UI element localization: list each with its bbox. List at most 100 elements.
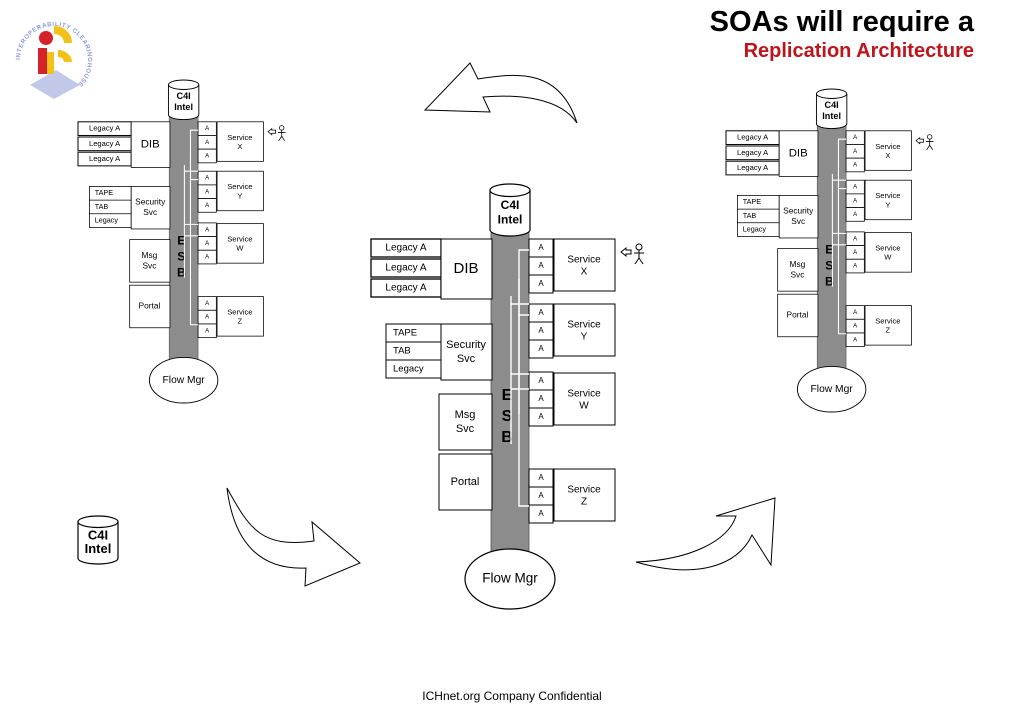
storage-item-label: Legacy bbox=[95, 216, 119, 225]
portal-box bbox=[777, 293, 819, 338]
msg-svc-label: Msg bbox=[142, 250, 158, 260]
adapter-label: A bbox=[205, 125, 210, 132]
adapter-label: A bbox=[853, 249, 858, 256]
portal-label: Portal bbox=[787, 310, 809, 320]
service-label-line2: Z bbox=[581, 497, 587, 508]
db-label-line1: C4I bbox=[88, 528, 108, 543]
adapter-label: A bbox=[853, 211, 858, 218]
arrow-top-curved bbox=[423, 62, 578, 124]
service-w-box bbox=[864, 232, 912, 273]
storage-item-label: TAPE bbox=[95, 188, 114, 197]
service-label-line1: Service bbox=[227, 182, 252, 191]
adapter-label: A bbox=[205, 188, 210, 195]
service-y-box bbox=[216, 170, 264, 212]
service-label-line2: W bbox=[579, 401, 589, 412]
service-label-line2: Z bbox=[886, 326, 891, 335]
storage-stack bbox=[89, 186, 132, 228]
esb-letter: E bbox=[825, 242, 833, 256]
service-label-line1: Service bbox=[875, 142, 900, 151]
adapter-label: A bbox=[853, 134, 858, 141]
db-label-line2: Intel bbox=[174, 102, 193, 112]
adapter-label: A bbox=[205, 240, 210, 247]
logo-yellow-arc bbox=[54, 26, 72, 43]
person-head-icon bbox=[279, 125, 285, 131]
adapter-label: A bbox=[205, 202, 210, 209]
service-label-line1: Service bbox=[227, 308, 252, 317]
adapter-label: A bbox=[538, 491, 544, 500]
db-top bbox=[77, 515, 119, 529]
esb-route-line bbox=[510, 279, 520, 484]
footer-text: ICHnet.org Company Confidential bbox=[422, 689, 602, 703]
esb-route-line bbox=[184, 170, 199, 326]
flow-mgr-ellipse bbox=[796, 365, 867, 413]
db-body bbox=[167, 84, 200, 120]
security-svc-label: Svc bbox=[457, 353, 476, 365]
adapter-label: A bbox=[205, 254, 210, 261]
service-x-box bbox=[553, 238, 616, 292]
adapter-label: A bbox=[538, 412, 544, 421]
esb-letter: B bbox=[501, 429, 513, 446]
db-label-line2: Intel bbox=[498, 213, 523, 227]
esb-route-line bbox=[832, 179, 847, 335]
service-w-box bbox=[553, 372, 616, 426]
security-svc-label: Security bbox=[783, 206, 814, 216]
person-body-icon bbox=[277, 130, 286, 142]
service-label-line1: Service bbox=[227, 235, 252, 244]
service-label-line1: Service bbox=[567, 485, 601, 496]
adapter-box bbox=[197, 249, 217, 265]
dib-label: DIB bbox=[453, 260, 478, 277]
adapter-label: A bbox=[853, 263, 858, 270]
storage-item-label: TAB bbox=[95, 202, 109, 211]
service-label-line1: Service bbox=[567, 255, 601, 266]
adapter-label: A bbox=[205, 327, 210, 334]
dib-box bbox=[778, 130, 819, 177]
adapter-label: A bbox=[538, 243, 544, 252]
service-label-line2: X bbox=[237, 142, 242, 151]
legacy-a-label: Legacy A bbox=[737, 163, 769, 172]
service-label-line2: X bbox=[885, 151, 890, 160]
dib-box bbox=[130, 121, 171, 168]
adapter-box bbox=[845, 332, 865, 348]
security-svc-box bbox=[130, 186, 171, 230]
adapter-label: A bbox=[538, 509, 544, 518]
flow-mgr-ellipse bbox=[464, 548, 556, 610]
pointer-icon bbox=[267, 127, 276, 136]
adapter-label: A bbox=[538, 344, 544, 353]
service-label-line2: W bbox=[236, 244, 244, 253]
security-svc-box bbox=[778, 195, 819, 239]
adapter-label: A bbox=[538, 326, 544, 335]
service-label-line1: Service bbox=[875, 191, 900, 200]
adapter-box bbox=[528, 407, 554, 427]
slide-title: SOAs will require a bbox=[709, 6, 974, 38]
legacy-a-label: Legacy A bbox=[89, 139, 121, 148]
adapter-label: A bbox=[538, 279, 544, 288]
msg-svc-label: Msg bbox=[790, 259, 806, 269]
adapter-label: A bbox=[853, 336, 858, 343]
legacy-a-label: Legacy A bbox=[385, 243, 426, 254]
person-body-icon bbox=[925, 139, 934, 151]
service-label-line2: Y bbox=[885, 200, 890, 209]
msg-svc-box bbox=[438, 393, 493, 451]
portal-box bbox=[438, 453, 493, 511]
db-label-line1: C4I bbox=[825, 100, 839, 110]
arrow-bottom-right-curved bbox=[635, 497, 776, 571]
db-label-line1: C4I bbox=[501, 198, 520, 212]
legacy-a-label: Legacy A bbox=[385, 263, 426, 274]
adapter-label: A bbox=[853, 235, 858, 242]
user-icon bbox=[620, 243, 644, 265]
esb-letter: S bbox=[177, 249, 185, 263]
adapter-box bbox=[528, 339, 554, 359]
service-label-line1: Service bbox=[567, 320, 601, 331]
storage-item-label: TAB bbox=[393, 346, 411, 357]
service-label-line1: Service bbox=[875, 244, 900, 253]
legacy-a-label: Legacy A bbox=[737, 148, 769, 157]
pointer-icon bbox=[620, 246, 632, 258]
service-label-line2: Y bbox=[581, 332, 588, 343]
msg-svc-label: Msg bbox=[455, 409, 476, 421]
service-x-box bbox=[864, 130, 912, 171]
